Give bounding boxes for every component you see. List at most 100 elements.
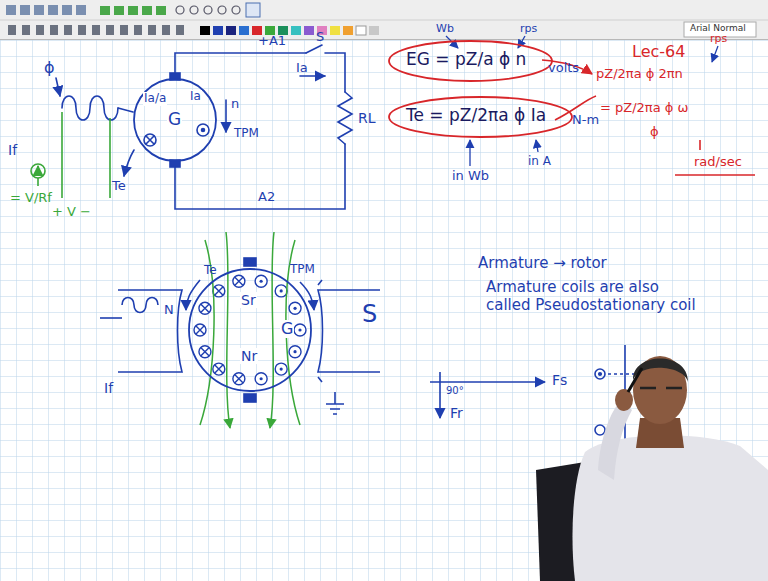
toolbar <box>0 0 768 40</box>
field-lines <box>200 232 300 428</box>
note-label: in A <box>528 154 551 168</box>
conductor-cross <box>215 287 223 295</box>
field-supply <box>109 118 111 198</box>
wire <box>118 108 133 112</box>
toolbar <box>64 25 72 35</box>
rotor-mmf-arrow <box>439 372 441 418</box>
stator-mmf-arrow <box>430 381 545 383</box>
note-label: 90° <box>446 385 464 397</box>
field-supply <box>37 178 39 186</box>
conductor-dot <box>260 280 263 283</box>
conductor-cross <box>199 302 211 314</box>
toolbar <box>120 25 128 35</box>
node-text: G <box>280 320 294 338</box>
note-label: If <box>8 142 17 159</box>
note-label: + V − <box>52 204 91 220</box>
note-label: n <box>231 96 239 112</box>
note-label: Wb <box>436 22 454 35</box>
conductor-dot <box>289 302 301 314</box>
toolbar <box>100 6 110 15</box>
note-label: S <box>362 300 377 329</box>
brush <box>244 258 256 266</box>
conductor-cross <box>146 136 154 144</box>
note-label: ϕ <box>44 58 55 77</box>
wire <box>175 144 345 209</box>
conductor-dot <box>275 285 287 297</box>
note-label: +A1 <box>258 33 286 49</box>
note-label: A2 <box>258 189 275 205</box>
note-label: TPM <box>234 126 259 140</box>
note-label: Fr <box>450 405 463 422</box>
note-label: = pZ/2πa ϕ ω <box>600 100 688 116</box>
glasses <box>640 387 682 390</box>
toolbar <box>34 5 44 15</box>
conductor-dot <box>294 324 306 336</box>
toolbar <box>200 26 210 35</box>
field-supply <box>31 164 45 178</box>
toolbar <box>8 25 16 35</box>
note-label: rps <box>520 22 537 35</box>
toolbar <box>20 5 30 15</box>
note-label: in Wb <box>452 168 489 184</box>
toolbar <box>128 6 138 15</box>
toolbar <box>148 25 156 35</box>
conductor-cross <box>213 363 225 375</box>
conductor-dot <box>595 425 605 435</box>
toolbar <box>213 26 223 35</box>
note-arrows <box>712 46 718 62</box>
field-coil <box>122 298 158 313</box>
toolbar <box>106 25 114 35</box>
conductor-dot <box>293 350 296 353</box>
toolbar <box>176 25 184 35</box>
toolbar <box>356 26 366 35</box>
conductor-dot <box>255 373 267 385</box>
toolbar <box>239 26 249 35</box>
conductor-dot <box>202 129 205 132</box>
note-label: TPM <box>290 262 315 276</box>
note-label: RL <box>358 110 376 127</box>
node-text: Nr <box>240 348 258 364</box>
toolbar <box>246 3 260 17</box>
brush <box>244 394 256 402</box>
conductor-dot <box>595 369 605 379</box>
field-lines <box>226 232 230 428</box>
wire <box>100 317 122 319</box>
south-pole <box>318 290 380 372</box>
note-label: rps <box>710 32 727 45</box>
toolbar <box>48 5 58 15</box>
note-arrows <box>469 140 470 166</box>
toolbar <box>291 26 301 35</box>
equation-oval: Te = pZ/2πa ϕ Ia <box>388 96 573 138</box>
toolbar <box>176 6 184 14</box>
note-label: Te <box>112 178 126 194</box>
conductor-dot <box>197 124 209 136</box>
wire <box>175 53 306 73</box>
armature-circle: SrGNr <box>188 268 312 392</box>
equation-arrows <box>542 60 755 175</box>
conductor-cross <box>196 326 204 334</box>
pen <box>628 368 642 392</box>
toolbar <box>6 5 86 15</box>
machine-section <box>100 258 380 414</box>
generator-circuit <box>56 45 352 209</box>
toolbar <box>0 0 768 40</box>
conductor-cross <box>215 365 223 373</box>
conductor-cross <box>233 275 245 287</box>
toolbar <box>369 26 379 35</box>
note-label: Fs <box>552 372 567 389</box>
toolbar <box>204 6 212 14</box>
ground-symbol <box>326 392 344 414</box>
north-pole <box>118 290 182 372</box>
note-arrows <box>536 140 538 152</box>
toolbar <box>100 6 166 15</box>
conductor-cross <box>194 324 206 336</box>
toolbar <box>92 25 100 35</box>
arm <box>598 400 632 480</box>
toolbar <box>226 26 236 35</box>
toolbar <box>22 25 30 35</box>
note-label: Lec-64 <box>632 42 685 61</box>
toolbar <box>78 25 86 35</box>
toolbar <box>176 6 240 14</box>
conductor-cross <box>213 285 225 297</box>
